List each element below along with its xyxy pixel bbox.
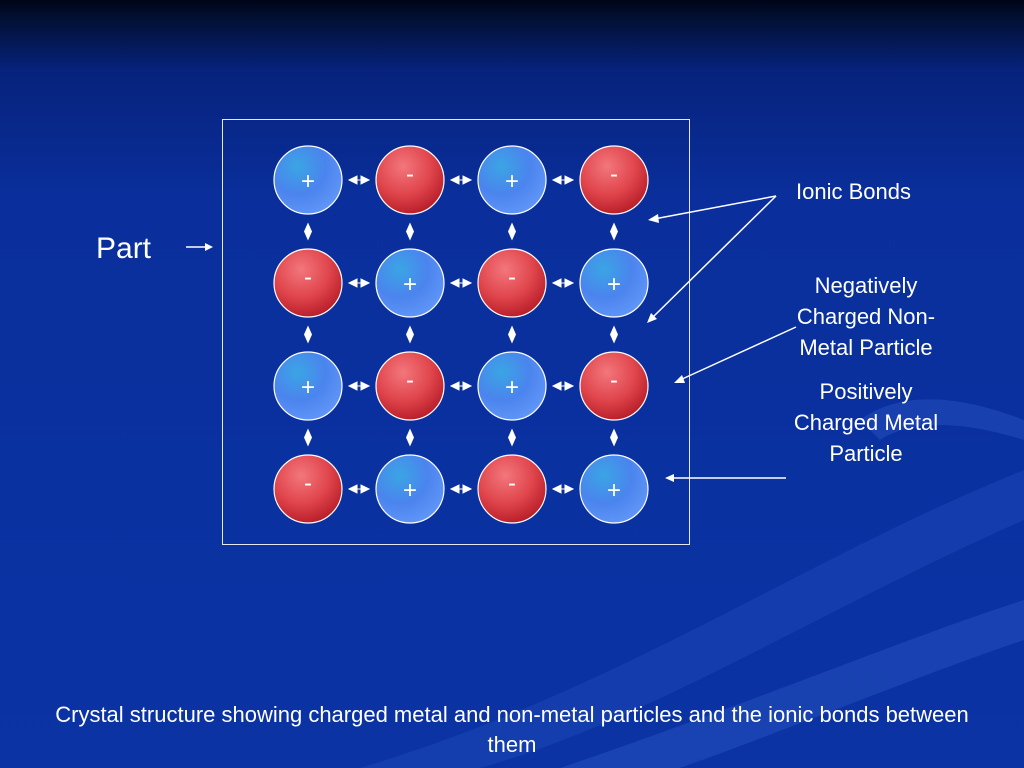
vertical-bond	[406, 325, 414, 344]
negative-ion: -	[375, 145, 445, 215]
horizontal-bond	[347, 484, 371, 494]
positive-ion-circle	[375, 248, 445, 318]
horizontal-bond	[449, 381, 473, 391]
negative-ion: -	[273, 454, 343, 524]
ion-sign: -	[406, 367, 414, 394]
negative-ion: -	[477, 248, 547, 318]
negative-particle-label: Negatively Charged Non-Metal Particle	[796, 273, 936, 360]
negative-ion-circle	[477, 454, 547, 524]
vertical-bond	[610, 325, 618, 344]
negative-particle-arrow	[674, 326, 797, 383]
positive-ion: +	[273, 145, 343, 215]
positive-particle-label: Positively Charged Metal Particle	[793, 379, 939, 466]
positive-ion-circle	[579, 248, 649, 318]
positive-ion-circle	[477, 351, 547, 421]
positive-ion-circle	[375, 454, 445, 524]
positive-ion: +	[477, 351, 547, 421]
ionic-bonds-arrow-top	[648, 195, 777, 223]
ion-sign: -	[610, 161, 618, 188]
positive-ion-circle	[579, 454, 649, 524]
ion-sign: +	[301, 374, 315, 401]
ion-sign: +	[403, 271, 417, 298]
negative-ion-circle	[579, 145, 649, 215]
positive-ion: +	[477, 145, 547, 215]
horizontal-bond	[449, 175, 473, 185]
part-arrow	[186, 243, 213, 251]
positive-particle-arrow	[665, 474, 786, 482]
horizontal-bond	[551, 278, 575, 288]
vertical-bond	[508, 428, 516, 447]
horizontal-bond	[347, 278, 371, 288]
positive-ion: +	[273, 351, 343, 421]
horizontal-bond	[347, 381, 371, 391]
positive-ion-circle	[273, 145, 343, 215]
vertical-bond	[610, 428, 618, 447]
negative-ion: -	[375, 351, 445, 421]
ionic-bonds	[304, 175, 618, 494]
vertical-bond	[304, 325, 312, 344]
ion-sign: +	[403, 477, 417, 504]
negative-ion-circle	[375, 145, 445, 215]
positive-ion: +	[375, 454, 445, 524]
vertical-bond	[610, 222, 618, 241]
positive-ion: +	[579, 248, 649, 318]
ion-sign: +	[505, 374, 519, 401]
horizontal-bond	[347, 175, 371, 185]
horizontal-bond	[551, 381, 575, 391]
vertical-bond	[508, 222, 516, 241]
negative-ion-circle	[273, 454, 343, 524]
positive-ion-circle	[273, 351, 343, 421]
ion-sign: +	[607, 271, 621, 298]
ion-sign: +	[301, 168, 315, 195]
horizontal-bond	[449, 484, 473, 494]
negative-ion-circle	[477, 248, 547, 318]
positive-ion: +	[375, 248, 445, 318]
vertical-bond	[406, 428, 414, 447]
negative-ion-circle	[375, 351, 445, 421]
vertical-bond	[508, 325, 516, 344]
vertical-bond	[304, 222, 312, 241]
negative-ion: -	[579, 351, 649, 421]
negative-ion: -	[273, 248, 343, 318]
positive-ion: +	[579, 454, 649, 524]
part-label: Part	[96, 232, 152, 265]
ion-lattice: + - + - - + - + + - + - - + - +	[273, 145, 649, 524]
slide-caption: Crystal structure showing charged metal …	[55, 702, 969, 757]
ion-sign: -	[304, 264, 312, 291]
positive-ion-circle	[477, 145, 547, 215]
vertical-bond	[304, 428, 312, 447]
horizontal-bond	[449, 278, 473, 288]
ionic-bonds-arrow-bottom	[647, 195, 777, 323]
ionic-bonds-label: Ionic Bonds	[796, 179, 911, 204]
crystal-frame	[222, 119, 690, 545]
negative-ion: -	[477, 454, 547, 524]
horizontal-bond	[551, 484, 575, 494]
ion-sign: -	[610, 367, 618, 394]
ion-sign: +	[505, 168, 519, 195]
ion-sign: -	[406, 161, 414, 188]
ion-sign: -	[508, 470, 516, 497]
horizontal-bond	[551, 175, 575, 185]
negative-ion-circle	[273, 248, 343, 318]
vertical-bond	[406, 222, 414, 241]
negative-ion-circle	[579, 351, 649, 421]
negative-ion: -	[579, 145, 649, 215]
ion-sign: +	[607, 477, 621, 504]
ion-sign: -	[304, 470, 312, 497]
ion-sign: -	[508, 264, 516, 291]
